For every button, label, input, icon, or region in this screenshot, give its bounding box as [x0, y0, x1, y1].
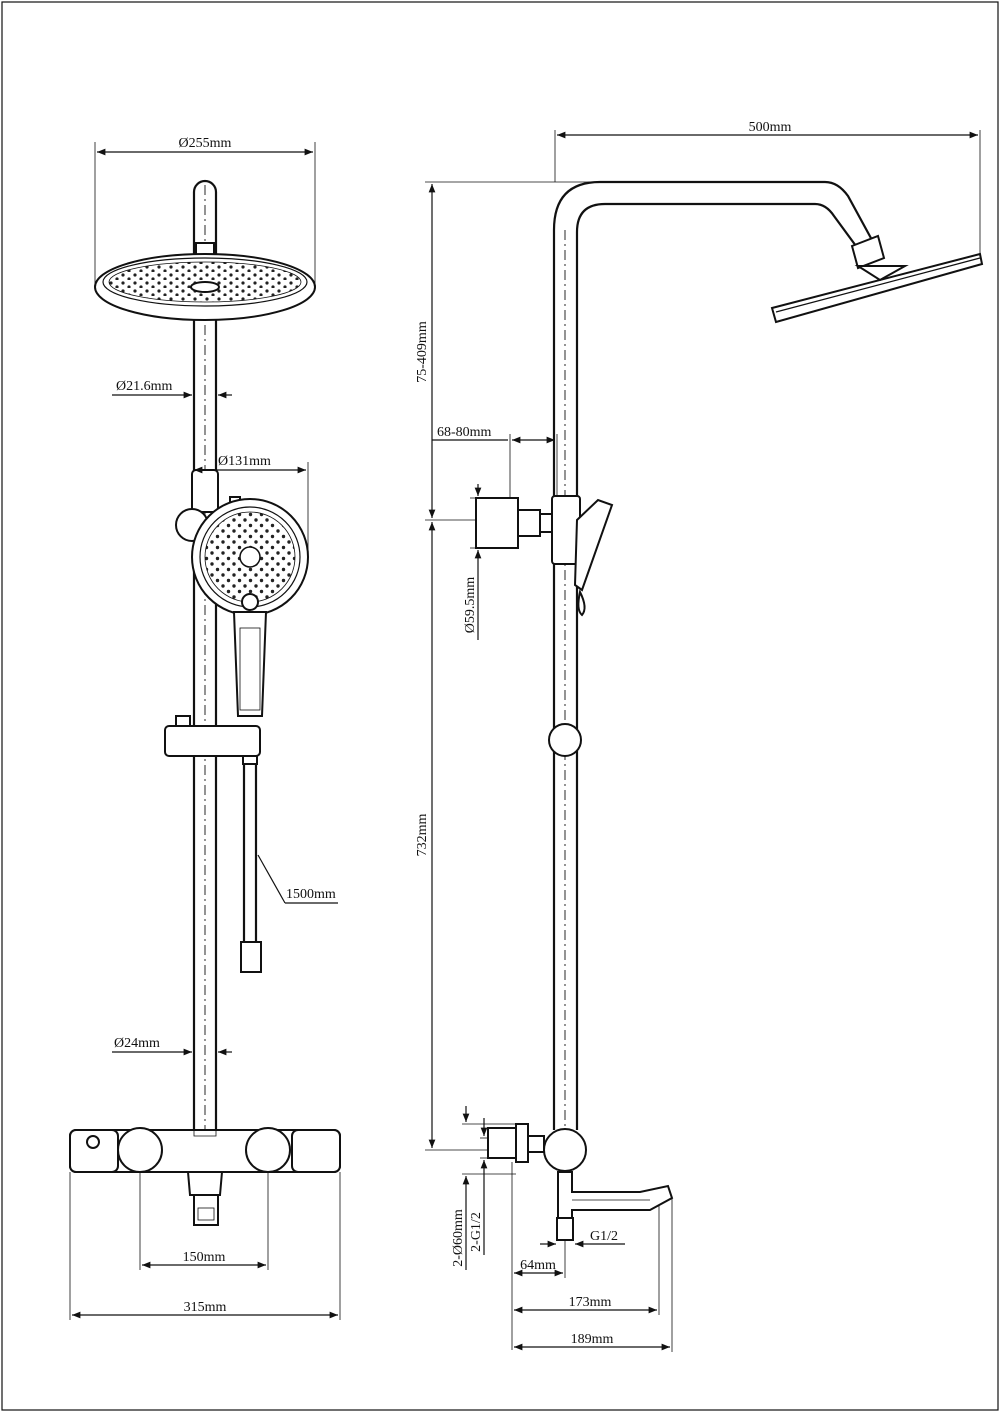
height-adjust-label: 75-409mm — [415, 321, 430, 383]
hose-length-label: 1500mm — [286, 887, 336, 902]
head-diameter-label: Ø255mm — [179, 136, 232, 151]
outlet-thread-label: G1/2 — [590, 1229, 618, 1244]
flange-diameter-label: 2-Ø60mm — [451, 1209, 466, 1267]
holder-offset-label: 68-80mm — [437, 425, 492, 440]
side-rain-shower-head — [770, 252, 984, 324]
mixer-width-label: 315mm — [184, 1300, 227, 1315]
handle-spacing-label: 150mm — [183, 1250, 226, 1265]
side-view: 500mm 75-409mm 732mm 68-80mm Ø59.5mm — [415, 120, 984, 1352]
spout-reach-173-label: 173mm — [569, 1295, 612, 1310]
pipe-diameter-lower-label: Ø24mm — [114, 1036, 160, 1051]
spout-reach-189-label: 189mm — [571, 1332, 614, 1347]
arm-reach-label: 500mm — [749, 120, 792, 135]
riser-height-label: 732mm — [415, 814, 430, 857]
front-view: Ø255mm Ø21.6mm Ø131mm 1500mm Ø24mm 150mm… — [69, 136, 341, 1320]
wall-offset-label: 64mm — [520, 1258, 556, 1273]
pipe-diameter-upper-label: Ø21.6mm — [116, 379, 173, 394]
hand-shower-diameter-label: Ø131mm — [218, 454, 271, 469]
holder-diameter-label: Ø59.5mm — [463, 577, 478, 634]
inlet-thread-pair-label: 2-G1/2 — [469, 1212, 484, 1252]
